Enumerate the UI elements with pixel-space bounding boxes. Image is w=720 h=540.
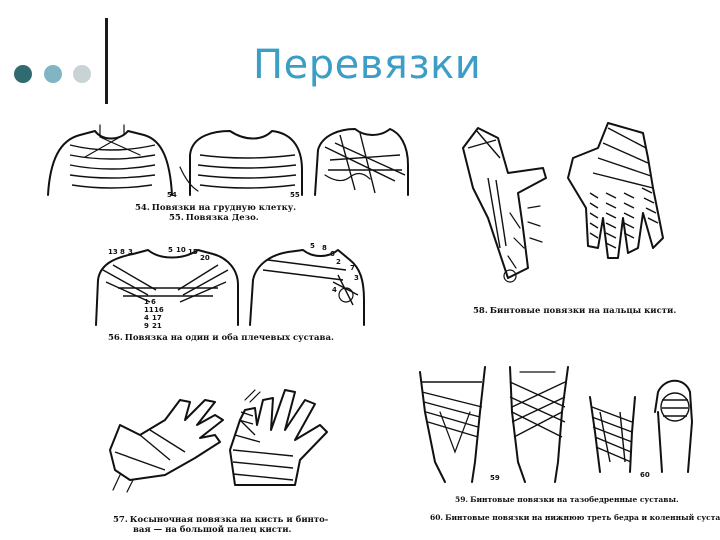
hands-bottom-illustration [109, 389, 328, 493]
caption-chest: 54.Повязки на грудную клетку. 55.Повязка… [135, 203, 296, 223]
chest-illustration: 54 55 [47, 124, 409, 199]
legs-illustration: 59 60 [419, 366, 693, 483]
figure-chest-bandages: 54 55 54.Повязки на грудную клетку. 55.П… [40, 115, 410, 233]
dot-light [73, 65, 91, 83]
shoulder-right-label-3: 3 [354, 274, 359, 282]
shoulder-right-label-7: 7 [350, 264, 355, 272]
figure-hand-bandages: 57.Косыночная повязка на кисть и бинто- … [105, 380, 365, 540]
shoulder-label-21: 21 [152, 322, 162, 330]
caption-text-57-b: вая — на большой палец кисти. [133, 525, 292, 535]
caption-text-59: Бинтовые повязки на тазобедренные сустав… [470, 495, 679, 504]
caption-text-55: Повязка Дезо. [185, 213, 259, 223]
caption-num-58: 58. [473, 306, 488, 316]
shoulder-label-20: 20 [200, 254, 210, 262]
caption-num-60: 60. [430, 513, 444, 522]
shoulder-label-9: 9 [144, 322, 149, 330]
title-divider [105, 18, 108, 104]
shoulder-label-5: 5 [168, 246, 173, 254]
shoulder-label-15: 15 [188, 248, 198, 256]
shoulder-label-6: 6 [151, 298, 156, 306]
caption-text-60: Бинтовые повязки на нижнюю треть бедра и… [445, 513, 720, 522]
shoulder-right-label-6: 6 [330, 250, 335, 258]
figure-leg-bandages: 59 60 59.Бинтовые повязки на тазобедренн… [400, 352, 720, 538]
figure-finger-bandages: 58.Бинтовые повязки на пальцы кисти. [448, 118, 676, 318]
caption-num-57: 57. [113, 515, 128, 525]
shoulder-label-11: 11 [144, 306, 154, 314]
slide-title: Перевязки [253, 42, 482, 88]
caption-hand-bandages: 57.Косыночная повязка на кисть и бинто- … [113, 515, 328, 535]
shoulder-label-16: 16 [154, 306, 164, 314]
shoulder-label-1: 1 [144, 298, 149, 306]
shoulder-right-label-8: 8 [322, 244, 327, 252]
caption-text-57-a: Косыночная повязка на кисть и бинто- [129, 515, 329, 525]
caption-text-58: Бинтовые повязки на пальцы кисти. [489, 306, 677, 316]
figure-shoulder-bandages: 13 8 3 5 10 15 20 1 6 11 16 4 17 9 21 5 … [88, 240, 368, 344]
hands-top-illustration [462, 122, 664, 283]
dot-teal [44, 65, 62, 83]
shoulder-label-13: 13 [108, 248, 118, 256]
shoulder-label-17: 17 [152, 314, 162, 322]
figure-label-54: 54 [167, 191, 177, 199]
caption-text-56: Повязка на один и оба плечевых сустава. [124, 333, 334, 343]
caption-text-54: Повязки на грудную клетку. [151, 203, 297, 213]
shoulders-illustration: 13 8 3 5 10 15 20 1 6 11 16 4 17 9 21 5 … [95, 242, 365, 330]
caption-num-55: 55. [169, 213, 184, 223]
figure-label-55: 55 [290, 191, 300, 199]
shoulder-right-label-4: 4 [332, 286, 337, 294]
figure-label-60: 60 [640, 471, 650, 479]
caption-shoulder-bandages: 56.Повязка на один и оба плечевых сустав… [108, 333, 334, 343]
caption-finger-bandages: 58.Бинтовые повязки на пальцы кисти. [473, 306, 676, 316]
decorative-dots [14, 65, 91, 83]
shoulder-right-label-2: 2 [336, 258, 341, 266]
caption-num-54: 54. [135, 203, 150, 213]
figure-label-59: 59 [490, 474, 500, 482]
caption-num-56: 56. [108, 333, 123, 343]
shoulder-label-8: 8 [120, 248, 125, 256]
shoulder-label-3: 3 [128, 248, 133, 256]
dot-dark [14, 65, 32, 83]
caption-num-59: 59. [455, 495, 469, 504]
shoulder-label-10: 10 [176, 246, 186, 254]
shoulder-right-label-5: 5 [310, 242, 315, 250]
caption-leg-bandages: 59.Бинтовые повязки на тазобедренные сус… [430, 495, 720, 523]
shoulder-label-4: 4 [144, 314, 149, 322]
